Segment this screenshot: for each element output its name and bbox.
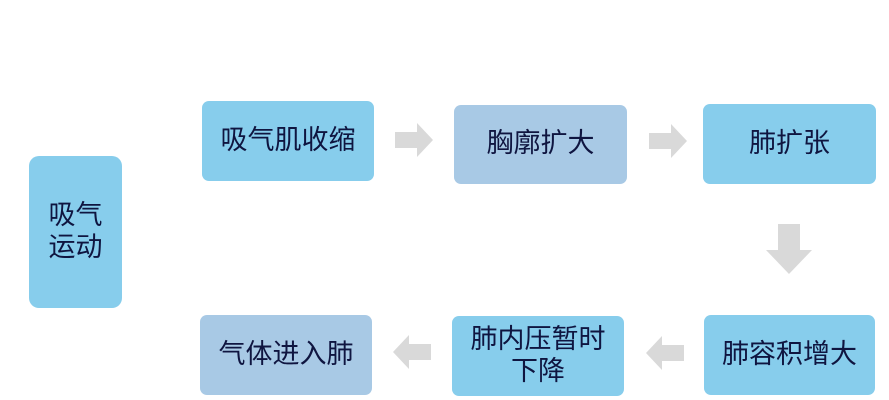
step-label: 气体进入肺 [218, 338, 354, 370]
step-intrapulmonary-pressure-drop: 肺内压暂时下降 [452, 316, 624, 396]
step-thorax-expansion: 胸廓扩大 [454, 105, 627, 184]
arrow-left-icon [646, 336, 684, 370]
step-label: 肺内压暂时下降 [470, 323, 606, 387]
arrow-down-icon [766, 224, 812, 274]
arrow-right-icon [395, 123, 433, 157]
step-label: 吸气肌收缩 [220, 124, 356, 156]
step-label: 肺扩张 [749, 127, 830, 159]
start-label-line2: 运动 [48, 232, 103, 263]
arrow-left-icon [393, 335, 431, 369]
step-lung-volume-increase: 肺容积增大 [704, 315, 875, 395]
step-label: 肺容积增大 [722, 338, 857, 370]
step-lung-expansion: 肺扩张 [703, 104, 876, 184]
arrow-right-icon [649, 124, 687, 158]
step-inspiratory-muscle-contraction: 吸气肌收缩 [202, 101, 374, 181]
step-air-enters-lungs: 气体进入肺 [200, 315, 372, 395]
step-label: 胸廓扩大 [486, 128, 595, 160]
start-label-line1: 吸气 [48, 199, 103, 231]
inhalation-movement-box: 吸气 运动 [29, 156, 122, 308]
